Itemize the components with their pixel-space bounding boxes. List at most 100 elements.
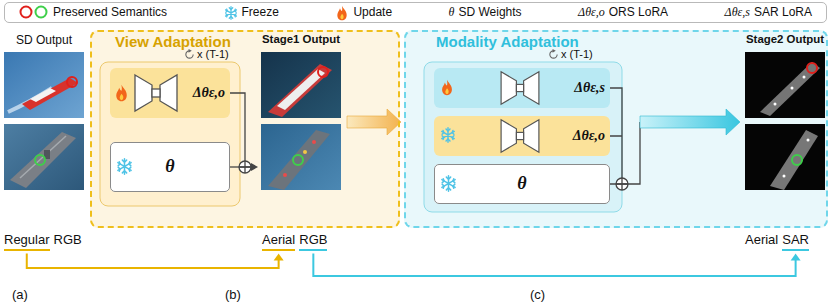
ship-image: [67, 77, 77, 87]
legend-icon: [21, 7, 32, 18]
ship-image: [318, 67, 328, 77]
modality-caption: AerialSAR: [745, 232, 809, 251]
module-icons: [135, 75, 177, 111]
module-label: Δθε,o: [573, 128, 605, 145]
module-fill: [434, 68, 610, 108]
legend-symbol: Δθε,s: [725, 5, 750, 19]
ship-image: [293, 155, 303, 165]
module-fill: [110, 68, 610, 204]
module-label: θ: [517, 173, 526, 195]
module-icons: [118, 159, 131, 174]
legend-symbol: Δθε,o: [578, 5, 605, 19]
panel-fill: [90, 30, 828, 228]
modality-caption: AerialRGB: [262, 232, 327, 251]
legend-item: θSD Weights: [449, 5, 522, 19]
stage-panel: Modality AdaptationΔθε,sΔθε,o θ Stage2 Out…: [404, 30, 828, 228]
column-heading: SD Output: [16, 33, 72, 47]
flow-connector: [347, 109, 401, 135]
legend-icon: [338, 5, 347, 20]
legend-item: Δθε,o ORS LoRA: [578, 5, 668, 19]
sd-weights-box: θ: [110, 142, 230, 192]
panel-fill: [186, 49, 193, 58]
ship-image: [4, 52, 825, 190]
panel-fill: [404, 30, 828, 228]
panel-fill: [424, 62, 622, 212]
ship-image: [4, 124, 84, 190]
module-icons: [442, 80, 452, 95]
ship-image: [268, 64, 332, 117]
panel-fill: [100, 62, 240, 206]
legend-text: SAR LoRA: [754, 5, 812, 19]
arrow-head: [274, 254, 284, 261]
ship-image: [35, 155, 45, 165]
modality-caption: RegularRGB: [4, 232, 82, 251]
module-icons: [116, 85, 127, 102]
ship-image: [803, 76, 806, 79]
ship-image: [277, 69, 325, 110]
module-label: Δθε,s: [574, 80, 605, 97]
ship-image: [22, 78, 78, 110]
ship-image: [312, 140, 316, 144]
legend-item: Update: [335, 5, 392, 21]
legend-text: SD Weights: [458, 5, 521, 19]
image-column: SD Output: [1, 30, 87, 192]
legend-icon: [224, 5, 238, 21]
ship-image: [20, 136, 66, 178]
module-icons: [442, 128, 454, 142]
legend-icon: [335, 5, 349, 21]
legend: Preserved Semantics Freeze Update θSD Weigh…: [4, 2, 827, 23]
sum-junction: [230, 93, 245, 161]
legend-text: Preserved Semantics: [53, 5, 167, 19]
module-icons: [501, 120, 539, 152]
legend-symbol: θ: [449, 5, 455, 19]
panel-fill: [550, 49, 557, 58]
ship-image: [303, 150, 307, 154]
ship-image: [261, 52, 341, 118]
ship-image: [770, 130, 818, 190]
ship-image: [774, 103, 777, 106]
module-icons: [442, 176, 455, 191]
module-fill: [110, 142, 230, 192]
flow-arrow: [27, 254, 801, 276]
arrow-head: [791, 254, 801, 261]
legend-text: ORS LoRA: [609, 5, 668, 19]
loop-count: x (T-1): [561, 48, 593, 61]
panel-title: Modality Adaptation: [436, 33, 579, 51]
panel-fill: [90, 30, 400, 228]
panel-letter: (c): [530, 287, 545, 303]
ship-image: [10, 132, 76, 188]
ship-image: [807, 139, 810, 142]
stage-arrow: [640, 109, 740, 135]
module-fill: [110, 68, 230, 118]
ship-image: [745, 124, 825, 190]
panel-letter: (a): [12, 287, 28, 303]
legend-item: Δθε,s SAR LoRA: [725, 5, 812, 19]
connector-line: [610, 122, 640, 184]
stage-panel: View AdaptationΔθε,oθStage1 Output: [90, 30, 400, 228]
legend-text: Update: [353, 5, 392, 19]
ship-image: [792, 155, 802, 165]
ship-image: [268, 130, 330, 190]
ship-image: [4, 52, 84, 118]
stage-arrow: [347, 109, 401, 135]
ship-image: [760, 62, 820, 116]
lora-module: Δθε,s: [434, 68, 610, 108]
panel-letter: (b): [225, 287, 241, 303]
column-heading: Stage1 Output: [262, 33, 340, 47]
legend-item: Freeze: [224, 5, 279, 21]
modality-word: RGB: [299, 232, 327, 251]
ship-image: [30, 88, 56, 102]
flow-arrow: [27, 254, 279, 268]
module-fill: [434, 164, 610, 204]
arrow-head: [251, 163, 258, 171]
flow-connector: [610, 109, 740, 184]
connector-line: [230, 166, 254, 167]
column-heading: Stage2 Output: [746, 33, 824, 47]
ship-image: [283, 173, 287, 177]
modality-word: Aerial: [262, 232, 295, 251]
ship-image: [261, 124, 341, 190]
module-label: Δθε,o: [193, 85, 225, 102]
legend-icon: [225, 6, 236, 19]
legend-text: Freeze: [242, 5, 279, 19]
image-column: Stage2 Output: [742, 30, 828, 192]
